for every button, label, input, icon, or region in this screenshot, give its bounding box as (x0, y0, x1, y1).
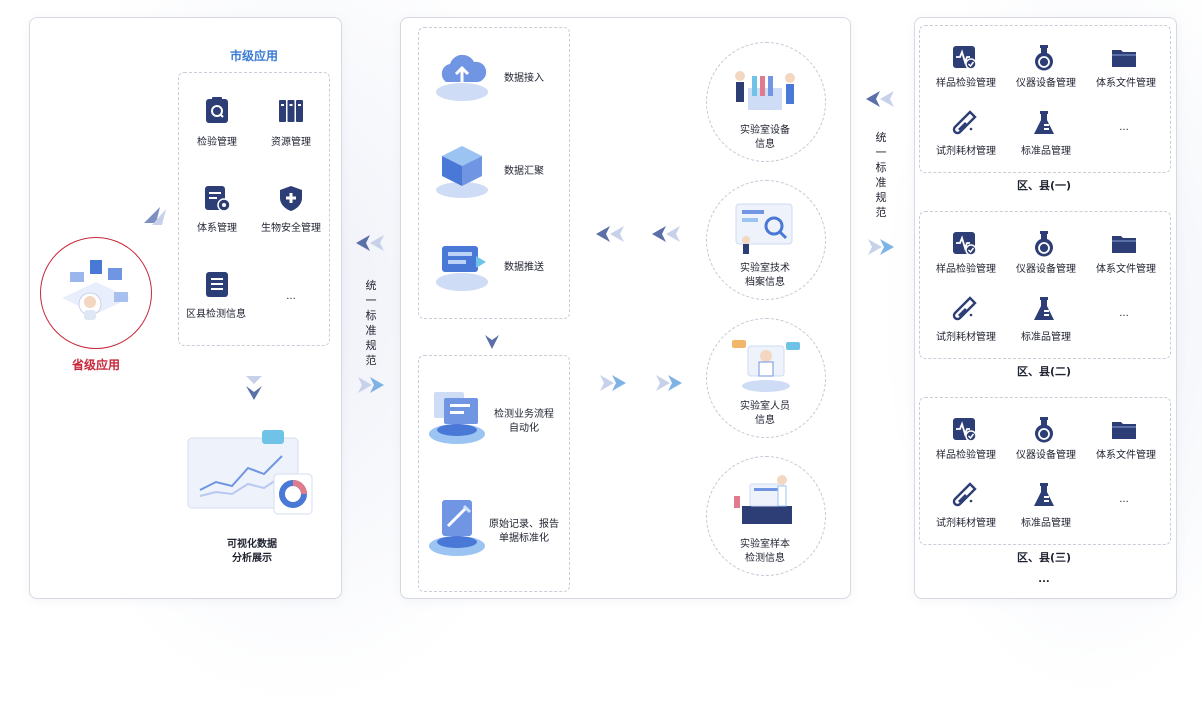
test-tube-icon (952, 110, 977, 135)
data-push-icon (436, 246, 488, 291)
district-3-item-5: 标准品管理 (1021, 518, 1071, 529)
city-item-district-info: 区县检测信息 (186, 309, 246, 320)
district-box-2 (919, 211, 1171, 359)
folder-icon (1112, 50, 1136, 67)
automation-box (418, 355, 570, 592)
workflow-icon (429, 392, 485, 444)
folder-icon (1112, 236, 1136, 253)
visual-title: 可视化数据 分析展示 (227, 539, 277, 564)
district-2-item-4: 试剂耗材管理 (936, 332, 996, 343)
city-item-resource: 资源管理 (271, 137, 311, 148)
province-illustration (62, 260, 130, 320)
data-flow-aggregate: 数据汇聚 (504, 166, 544, 177)
report-standard-icon (429, 500, 485, 556)
folder-icon (1112, 422, 1136, 439)
lab-staff-circle (706, 318, 826, 438)
district-1-item-3: 体系文件管理 (1096, 78, 1156, 89)
data-flow-access: 数据接入 (504, 73, 544, 84)
district-3-item-3: 体系文件管理 (1096, 450, 1156, 461)
lab-equipment-label: 实验室设备 信息 (740, 125, 790, 150)
arrow-to-province-icon (144, 207, 166, 225)
district-2-item-2: 仪器设备管理 (1016, 264, 1076, 275)
system-icon (205, 186, 231, 212)
arrow-down-visual-icon (246, 376, 262, 400)
arrow-left-center-1-icon (596, 226, 624, 242)
arrow-left-1-icon (356, 235, 384, 251)
district-2-item-1: 样品检验管理 (936, 264, 996, 275)
district-title-2: 区、县(二) (1016, 365, 1072, 378)
arrow-right-center-2-icon (656, 375, 682, 391)
province-title: 省级应用 (72, 358, 121, 372)
district-3-item-6: ... (1119, 494, 1129, 505)
arrow-down-automation-icon (485, 335, 499, 349)
flask-instrument-icon (1035, 231, 1053, 257)
district-more: ... (1038, 574, 1050, 585)
district-2-item-6: ... (1119, 308, 1129, 319)
inspection-icon (206, 97, 228, 123)
sample-check-icon (953, 232, 977, 256)
flask-instrument-icon (1035, 45, 1053, 71)
lab-archive-illustration (735, 203, 793, 254)
city-item-biosafety: 生物安全管理 (261, 223, 321, 234)
arrow-left-right-icon (866, 91, 894, 107)
standard-flask-icon (1034, 483, 1054, 506)
standard-flask-icon (1034, 297, 1054, 320)
cloud-upload-icon (436, 54, 488, 101)
district-box-3 (919, 397, 1171, 545)
city-title: 市级应用 (230, 49, 279, 63)
district-box-1 (919, 25, 1171, 173)
district-3-item-4: 试剂耗材管理 (936, 518, 996, 529)
dashboard-illustration (187, 430, 313, 515)
flask-instrument-icon (1035, 417, 1053, 443)
district-2-item-3: 体系文件管理 (1096, 264, 1156, 275)
district-3-item-2: 仪器设备管理 (1016, 450, 1076, 461)
arrow-left-center-2-icon (652, 226, 680, 242)
data-flow-box (418, 27, 570, 319)
automation-workflow: 检测业务流程 自动化 (494, 409, 554, 434)
district-1-item-1: 样品检验管理 (936, 78, 996, 89)
arrow-right-center-1-icon (600, 375, 626, 391)
arrow-right-right-icon (868, 239, 894, 255)
district-info-icon (206, 272, 228, 297)
lab-staff-illustration (732, 340, 800, 392)
data-cube-icon (436, 146, 488, 198)
city-item-more: ... (286, 291, 296, 302)
sample-check-icon (953, 418, 977, 442)
district-3-item-1: 样品检验管理 (936, 450, 996, 461)
city-item-system: 体系管理 (197, 223, 237, 234)
district-1-item-5: 标准品管理 (1021, 146, 1071, 157)
city-item-inspection: 检验管理 (197, 137, 237, 148)
lab-archive-label: 实验室技术 档案信息 (740, 263, 790, 288)
resource-icon (279, 100, 303, 122)
district-title-1: 区、县(一) (1016, 179, 1072, 192)
test-tube-icon (952, 296, 977, 321)
arrow-right-1-icon (358, 377, 384, 393)
standard-flask-icon (1034, 111, 1054, 134)
sample-check-icon (953, 46, 977, 70)
lab-sample-label: 实验室样本 检测信息 (740, 539, 790, 564)
district-2-item-5: 标准品管理 (1021, 332, 1071, 343)
unify-standard-left: 统一标准规范 (365, 279, 377, 367)
lab-staff-label: 实验室人员 信息 (740, 401, 790, 426)
biosafety-icon (280, 186, 302, 211)
district-1-item-2: 仪器设备管理 (1016, 78, 1076, 89)
district-1-item-6: ... (1119, 122, 1129, 133)
lab-equipment-illustration (735, 71, 795, 110)
data-flow-push: 数据推送 (504, 262, 544, 273)
district-title-3: 区、县(三) (1016, 551, 1072, 564)
district-1-item-4: 试剂耗材管理 (936, 146, 996, 157)
lab-sample-illustration (734, 475, 792, 524)
city-app-box (178, 72, 330, 346)
automation-report: 原始记录、报告 单据标准化 (489, 519, 559, 544)
unify-standard-right: 统一标准规范 (875, 131, 887, 219)
test-tube-icon (952, 482, 977, 507)
